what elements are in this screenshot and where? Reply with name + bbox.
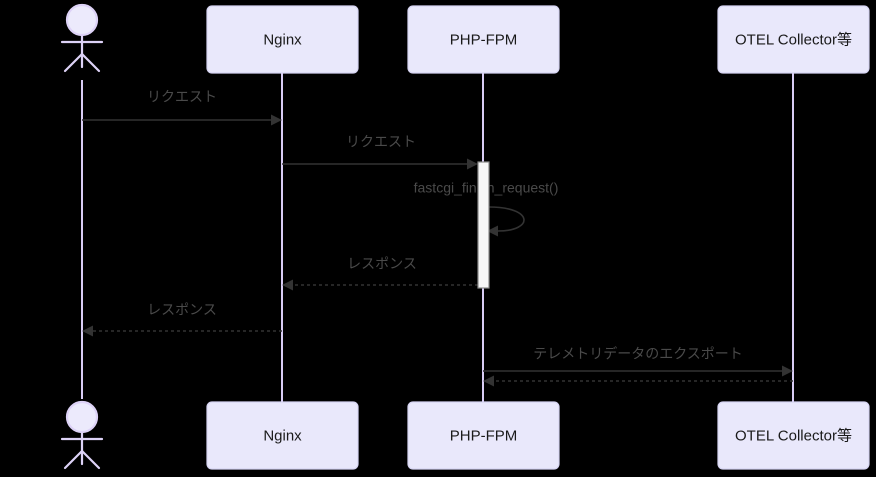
- message-label: レスポンス: [347, 256, 417, 272]
- activation-bar-phpfpm: [477, 161, 490, 289]
- participant-label: PHP-FPM: [450, 31, 518, 48]
- message-label: レスポンス: [147, 302, 217, 318]
- participant-label: Nginx: [263, 427, 302, 444]
- activations-layer: [477, 161, 490, 289]
- participant-box-nginx-top[interactable]: Nginx: [206, 5, 359, 74]
- arrowhead-icon: [82, 325, 93, 337]
- participant-box-otel-bottom[interactable]: OTEL Collector等: [717, 401, 870, 470]
- message-label: リクエスト: [346, 134, 416, 150]
- participant-box-nginx-bottom[interactable]: Nginx: [206, 401, 359, 470]
- participant-label: OTEL Collector等: [735, 426, 852, 444]
- actor-figure-top[interactable]: [60, 3, 104, 73]
- actor-leg-right-icon: [80, 449, 101, 470]
- actor-leg-right-icon: [80, 52, 101, 73]
- message-msg-2[interactable]: リクエスト: [282, 134, 478, 170]
- participant-box-rect: [206, 5, 359, 74]
- message-msg-7[interactable]: [483, 375, 793, 387]
- participant-box-rect: [206, 401, 359, 470]
- arrowhead-icon: [282, 279, 293, 291]
- message-label: リクエスト: [147, 89, 217, 105]
- message-label: テレメトリデータのエクスポート: [533, 346, 743, 362]
- arrowhead-icon: [271, 114, 282, 126]
- message-msg-6[interactable]: テレメトリデータのエクスポート: [483, 346, 793, 377]
- arrowhead-icon: [782, 365, 793, 377]
- message-msg-4[interactable]: レスポンス: [282, 256, 478, 291]
- participant-box-phpfpm-top[interactable]: PHP-FPM: [407, 5, 560, 74]
- actor-leg-left-icon: [63, 52, 84, 73]
- participant-box-phpfpm-bottom[interactable]: PHP-FPM: [407, 401, 560, 470]
- arrowhead-icon: [467, 158, 478, 170]
- participant-box-rect: [717, 401, 870, 470]
- messages-layer: リクエストリクエストfastcgi_finish_request()レスポンスレ…: [82, 89, 793, 387]
- arrowhead-icon: [487, 225, 498, 237]
- actor-head-icon: [65, 400, 99, 434]
- participant-box-otel-top[interactable]: OTEL Collector等: [717, 5, 870, 74]
- participant-box-rect: [407, 401, 560, 470]
- message-msg-1[interactable]: リクエスト: [82, 89, 282, 126]
- actor-head-icon: [65, 3, 99, 37]
- arrowhead-icon: [483, 375, 494, 387]
- participant-label: Nginx: [263, 31, 302, 48]
- actor-figure-bottom[interactable]: [60, 400, 104, 470]
- message-msg-5[interactable]: レスポンス: [82, 302, 282, 337]
- participant-box-rect: [407, 5, 560, 74]
- message-path: [488, 206, 525, 232]
- participant-box-rect: [717, 5, 870, 74]
- participant-label: OTEL Collector等: [735, 30, 852, 48]
- actor-leg-left-icon: [63, 449, 84, 470]
- participant-label: PHP-FPM: [450, 427, 518, 444]
